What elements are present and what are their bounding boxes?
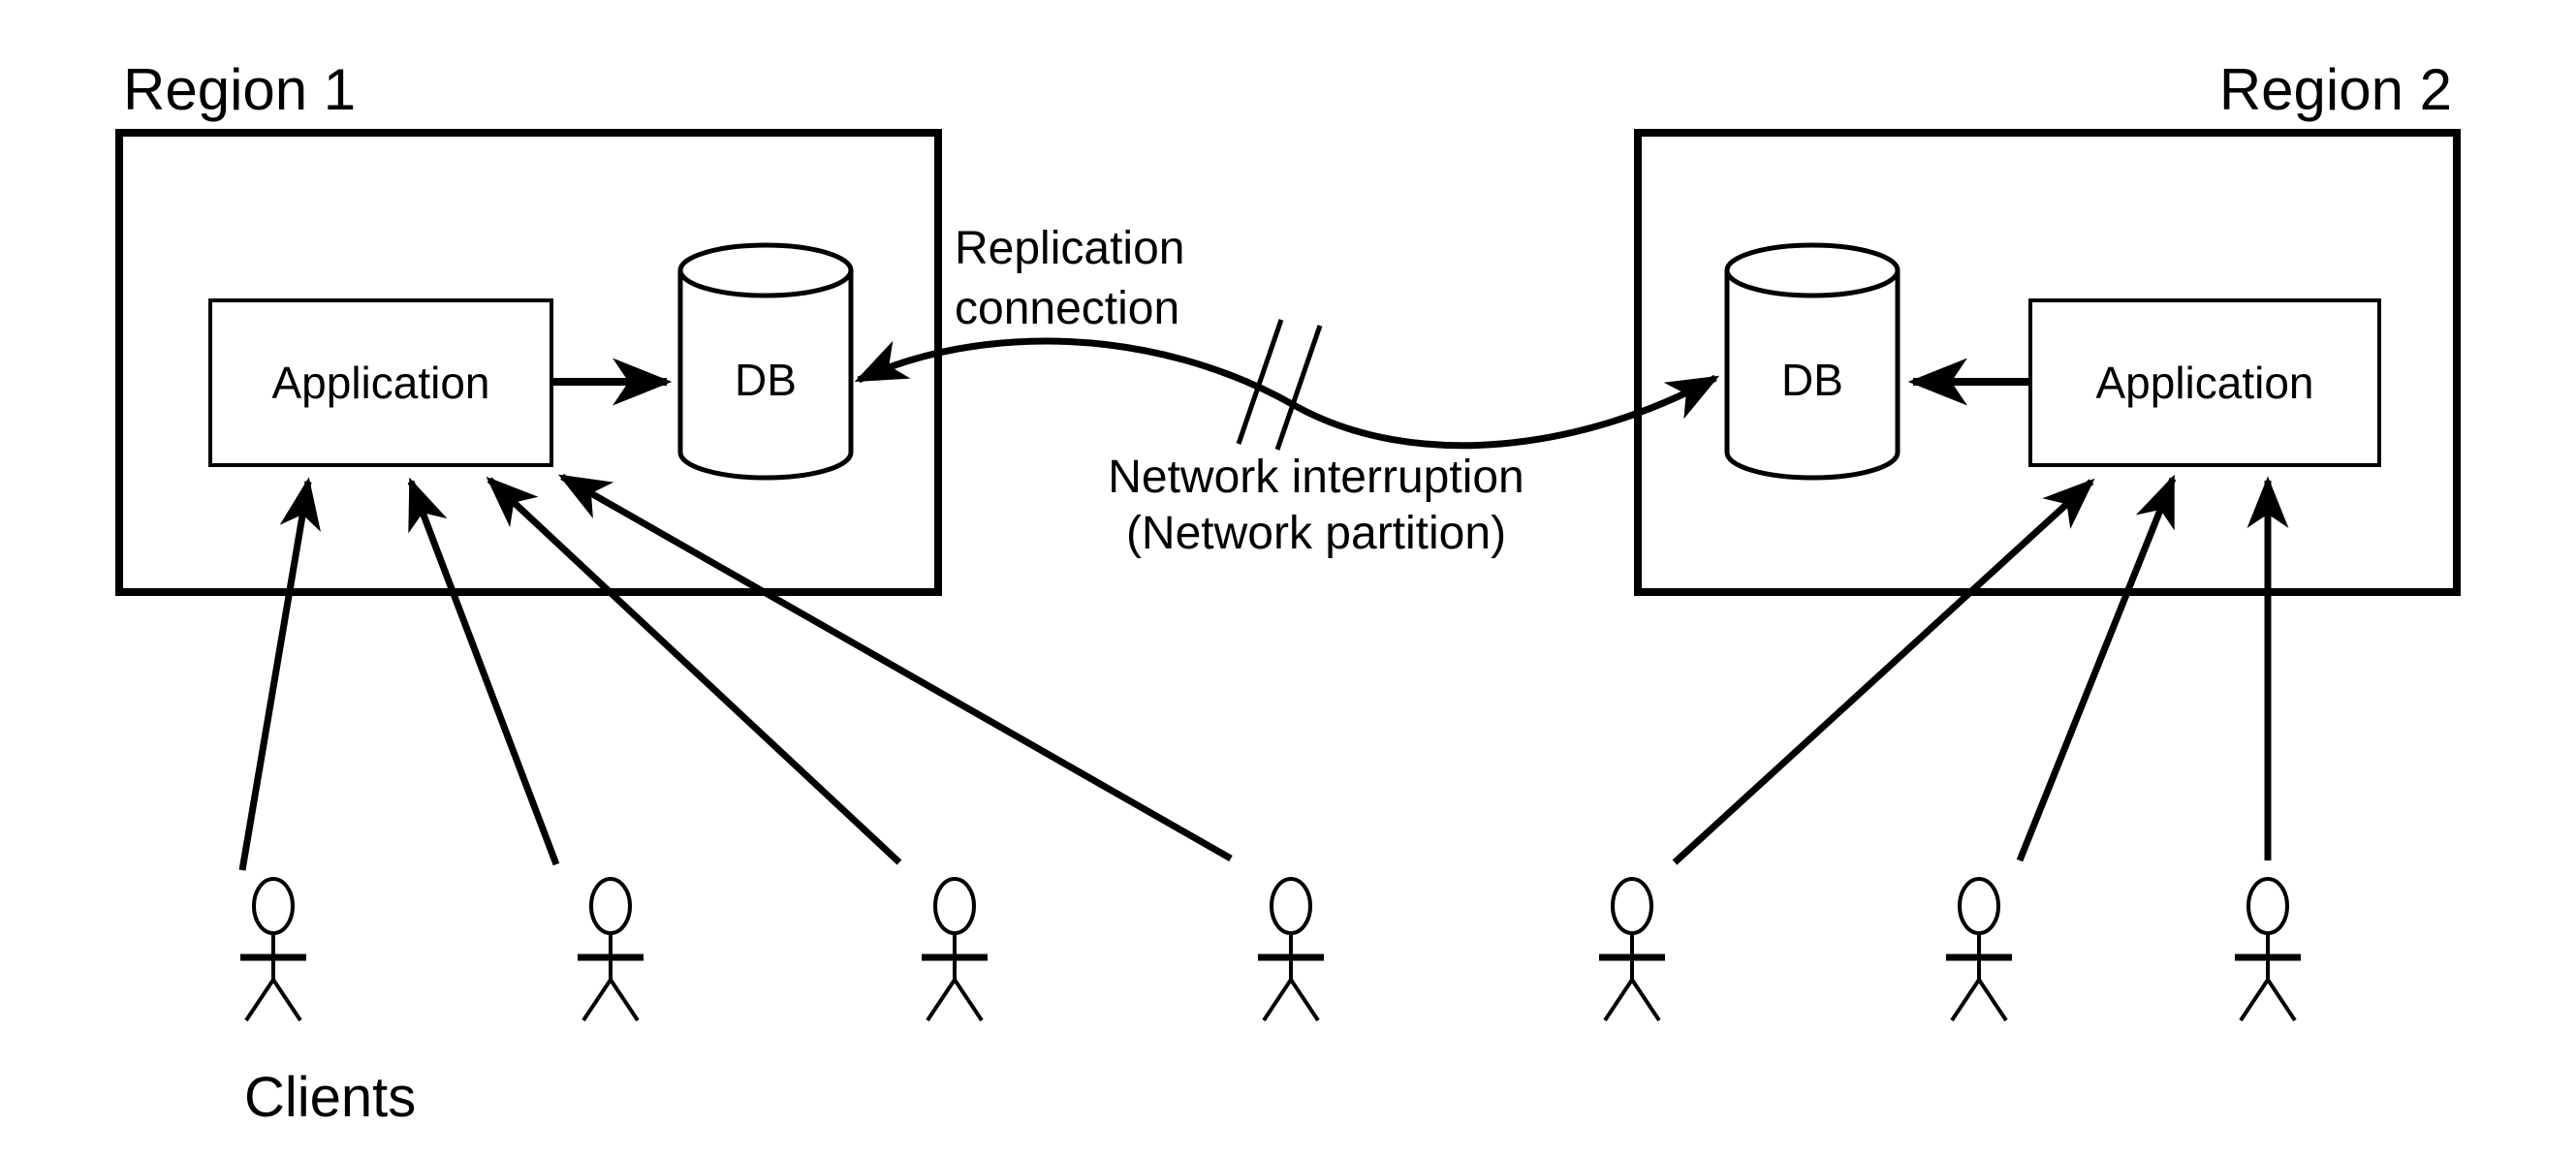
client-3-arrow xyxy=(486,476,902,865)
region-2-db-cylinder-icon xyxy=(1724,242,1901,481)
client-2-arrow xyxy=(407,477,560,866)
replication-connection-arrow xyxy=(854,337,1720,450)
client-4-arrow xyxy=(557,473,1233,862)
region-1-label: Region 1 xyxy=(123,57,356,122)
region-2-db-label: DB xyxy=(1781,355,1843,405)
client-figure xyxy=(2235,879,2301,1020)
client-figure xyxy=(922,879,988,1020)
region-2-label: Region 2 xyxy=(2219,57,2452,122)
client-figure xyxy=(1599,879,1665,1020)
region-1-application-box xyxy=(208,298,553,467)
region-2-application-box xyxy=(2028,298,2381,467)
replication-label-line1: Replication xyxy=(955,223,1184,274)
client-figure xyxy=(1258,879,1324,1020)
client-1-arrow xyxy=(238,477,321,871)
clients-label: Clients xyxy=(244,1066,416,1129)
network-break-slashes-icon xyxy=(1236,319,1323,451)
client-5-arrow xyxy=(1672,478,2095,865)
replication-label-line2: connection xyxy=(955,283,1179,334)
region-2-application-label: Application xyxy=(2095,358,2313,408)
client-6-arrow xyxy=(2016,474,2177,862)
network-interruption-label-line2: (Network partition) xyxy=(1126,508,1506,559)
region-1-db-label: DB xyxy=(735,355,797,405)
clients-group xyxy=(240,879,2301,1020)
region-1-db-cylinder-icon xyxy=(677,242,854,481)
client-figure xyxy=(1946,879,2012,1020)
region-1-application-label: Application xyxy=(271,358,489,408)
network-interruption-label-line1: Network interruption xyxy=(1108,452,1524,503)
client-arrows xyxy=(238,473,2289,871)
client-figure xyxy=(578,879,644,1020)
client-figure xyxy=(240,879,306,1020)
